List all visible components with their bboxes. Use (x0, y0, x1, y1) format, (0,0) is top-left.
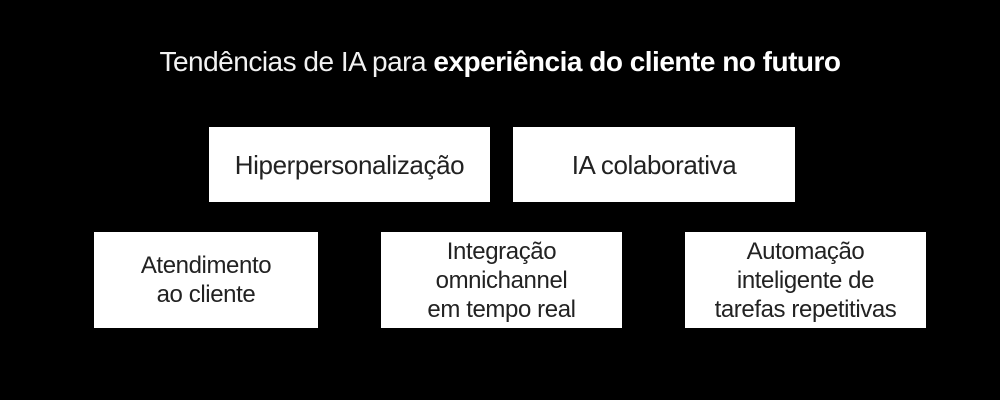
page-title-prefix: Tendências de IA para (159, 46, 434, 77)
page-title-emphasis: experiência do cliente no futuro (433, 46, 841, 77)
card-atendimento-ao-cliente: Atendimento ao cliente (94, 232, 318, 328)
card-ia-colaborativa-label: IA colaborativa (571, 149, 737, 180)
card-integracao-omnichannel-label: Integração omnichannel em tempo real (427, 237, 576, 323)
card-automacao-inteligente: Automação inteligente de tarefas repetit… (685, 232, 926, 328)
card-hiperpersonalizacao: Hiperpersonalização (209, 127, 490, 202)
card-hiperpersonalizacao-label: Hiperpersonalização (234, 149, 465, 180)
card-ia-colaborativa: IA colaborativa (513, 127, 795, 202)
card-atendimento-ao-cliente-label: Atendimento ao cliente (140, 252, 272, 308)
card-integracao-omnichannel: Integração omnichannel em tempo real (381, 232, 622, 328)
card-automacao-inteligente-label: Automação inteligente de tarefas repetit… (714, 237, 897, 323)
page-title: Tendências de IA para experiência do cli… (0, 44, 1000, 80)
